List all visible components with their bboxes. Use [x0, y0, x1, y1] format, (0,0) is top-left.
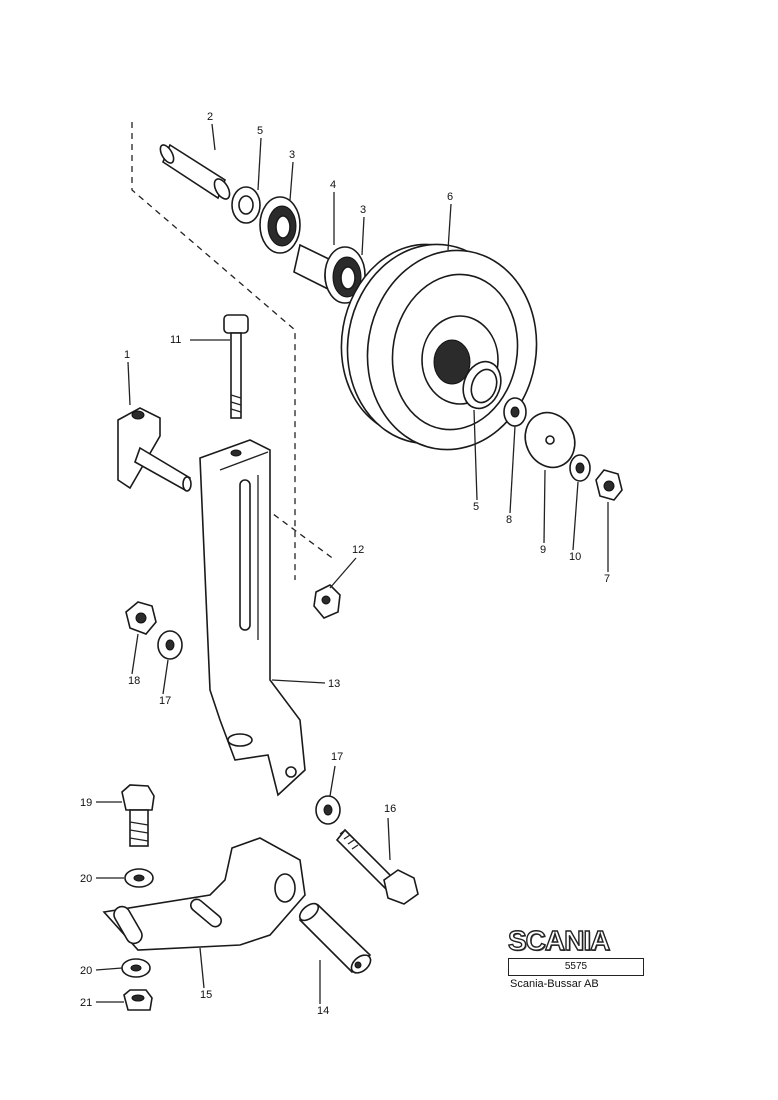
nut-part-21 — [123, 989, 153, 1011]
leader-line — [329, 765, 336, 797]
washer-part-8 — [503, 397, 527, 427]
leader-line — [199, 947, 205, 989]
part-number-label: 6 — [447, 191, 453, 203]
part-number-label: 3 — [360, 204, 366, 216]
leader-line — [572, 481, 579, 551]
title-block: SCANIA 5575 Scania-Bussar AB — [507, 925, 644, 990]
part-number-label: 7 — [604, 573, 610, 585]
washer-part-17-left — [157, 630, 183, 660]
document-number-box: 5575 — [508, 958, 644, 976]
part-number-label: 16 — [384, 803, 396, 815]
bolt-part-16 — [335, 828, 419, 905]
spacer-part-5 — [231, 186, 261, 224]
bracket-part-13 — [199, 439, 306, 797]
washer-part-20-upper — [124, 868, 154, 888]
bearing-part-3-upper — [259, 196, 301, 254]
leader-line — [95, 967, 123, 971]
washer-part-20-lower — [121, 958, 151, 978]
part-number-label: 4 — [330, 179, 336, 191]
part-number-label: 19 — [80, 797, 92, 809]
part-number-label: 5 — [257, 125, 263, 137]
part-number-label: 15 — [200, 989, 212, 1001]
washer-part-10 — [569, 454, 591, 482]
washer-part-9 — [524, 411, 576, 469]
ring-part-5 — [462, 360, 502, 410]
nut-part-12 — [313, 584, 341, 619]
leader-line — [509, 425, 516, 514]
leader-line — [473, 409, 478, 501]
nut-part-18 — [125, 601, 157, 635]
bolt-part-11 — [223, 314, 249, 419]
part-number-label: 20 — [80, 873, 92, 885]
leader-line — [257, 137, 262, 191]
part-number-label: 10 — [569, 551, 581, 563]
part-number-label: 2 — [207, 111, 213, 123]
leader-line — [329, 557, 357, 589]
leader-line — [271, 679, 326, 684]
leader-line — [387, 817, 391, 861]
leader-line — [162, 659, 169, 695]
part-number-label: 17 — [331, 751, 343, 763]
leader-line — [543, 469, 546, 544]
part-number-label: 13 — [328, 678, 340, 690]
part-number-label: 12 — [352, 544, 364, 556]
part-number-label: 14 — [317, 1005, 329, 1017]
company-name: Scania-Bussar AB — [510, 978, 599, 990]
part-number-label: 8 — [506, 514, 512, 526]
washer-part-17-right — [315, 795, 341, 825]
leader-line — [131, 633, 139, 675]
pin-part-14 — [298, 902, 372, 974]
part-number-label: 3 — [289, 149, 295, 161]
part-number-label: 1 — [124, 349, 130, 361]
part-number-label: 17 — [159, 695, 171, 707]
part-number-label: 11 — [170, 334, 181, 346]
bushing-part-2 — [159, 143, 231, 200]
stud-part-1 — [117, 407, 192, 492]
leader-line — [211, 123, 216, 151]
leader-line — [289, 161, 294, 201]
scania-logo: SCANIA — [507, 925, 611, 956]
part-number-label: 18 — [128, 675, 140, 687]
leader-line — [127, 361, 131, 406]
part-number-label: 5 — [473, 501, 479, 513]
leader-line — [447, 203, 452, 251]
leader-line — [361, 216, 365, 256]
nut-part-7 — [595, 469, 623, 501]
part-number-label: 9 — [540, 544, 546, 556]
plate-bracket-part-15 — [102, 837, 306, 951]
part-number-label: 20 — [80, 965, 92, 977]
assembly-dashed-line — [131, 122, 336, 580]
bearing-part-3-lower — [324, 246, 366, 304]
bolt-part-19 — [121, 784, 155, 847]
part-number-label: 21 — [80, 997, 92, 1009]
